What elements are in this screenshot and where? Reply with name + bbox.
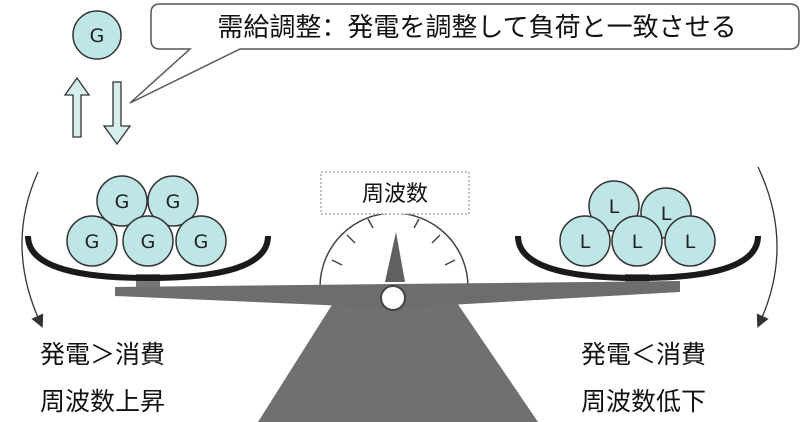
svg-text:G: G [194,231,209,253]
g-ball: G [66,215,118,267]
g-ball: G [122,215,174,267]
svg-text:G: G [85,231,100,253]
left-pan-bowl [25,235,271,282]
callout-text: 需給調整：発電を調整して負荷と一致させる [217,13,736,43]
g-ball: G [147,175,199,227]
l-ball: L [559,215,611,267]
left-caption-line1: 発電＞消費 [40,340,165,369]
l-ball: L [611,215,663,267]
g-ball: G [175,215,227,267]
svg-text:G: G [166,191,181,213]
down-arrow-icon [102,81,132,146]
right-pan-bowl [515,235,761,282]
svg-text:L: L [661,203,672,225]
top-generator: G [72,10,122,60]
svg-text:G: G [115,191,130,213]
right-tilt-arrow-icon [756,166,778,328]
svg-text:L: L [580,231,591,253]
gauge-label-box [320,171,470,215]
left-caption-line2: 周波数上昇 [40,387,165,416]
right-pan: L L L L L [515,180,761,282]
left-pan: G G G G G [25,175,271,282]
callout: 需給調整：発電を調整して負荷と一致させる [129,3,800,104]
up-arrow-icon [63,76,91,138]
gauge-label: 周波数 [362,182,428,207]
beam-pivot [380,285,406,311]
right-caption-line1: 発電＜消費 [581,340,706,369]
svg-text:L: L [685,231,696,253]
frequency-gauge: 周波数 [319,171,470,288]
svg-text:L: L [632,231,643,253]
generator-circle [72,10,122,60]
generator-label: G [90,25,105,47]
balance-base [258,300,538,422]
g-ball: G [96,175,148,227]
svg-text:G: G [141,231,156,253]
l-ball: L [664,215,716,267]
gauge-needle [385,232,405,282]
right-caption-line2: 周波数低下 [581,387,706,416]
left-tilt-arrow-icon [21,171,44,328]
svg-text:L: L [609,196,620,218]
